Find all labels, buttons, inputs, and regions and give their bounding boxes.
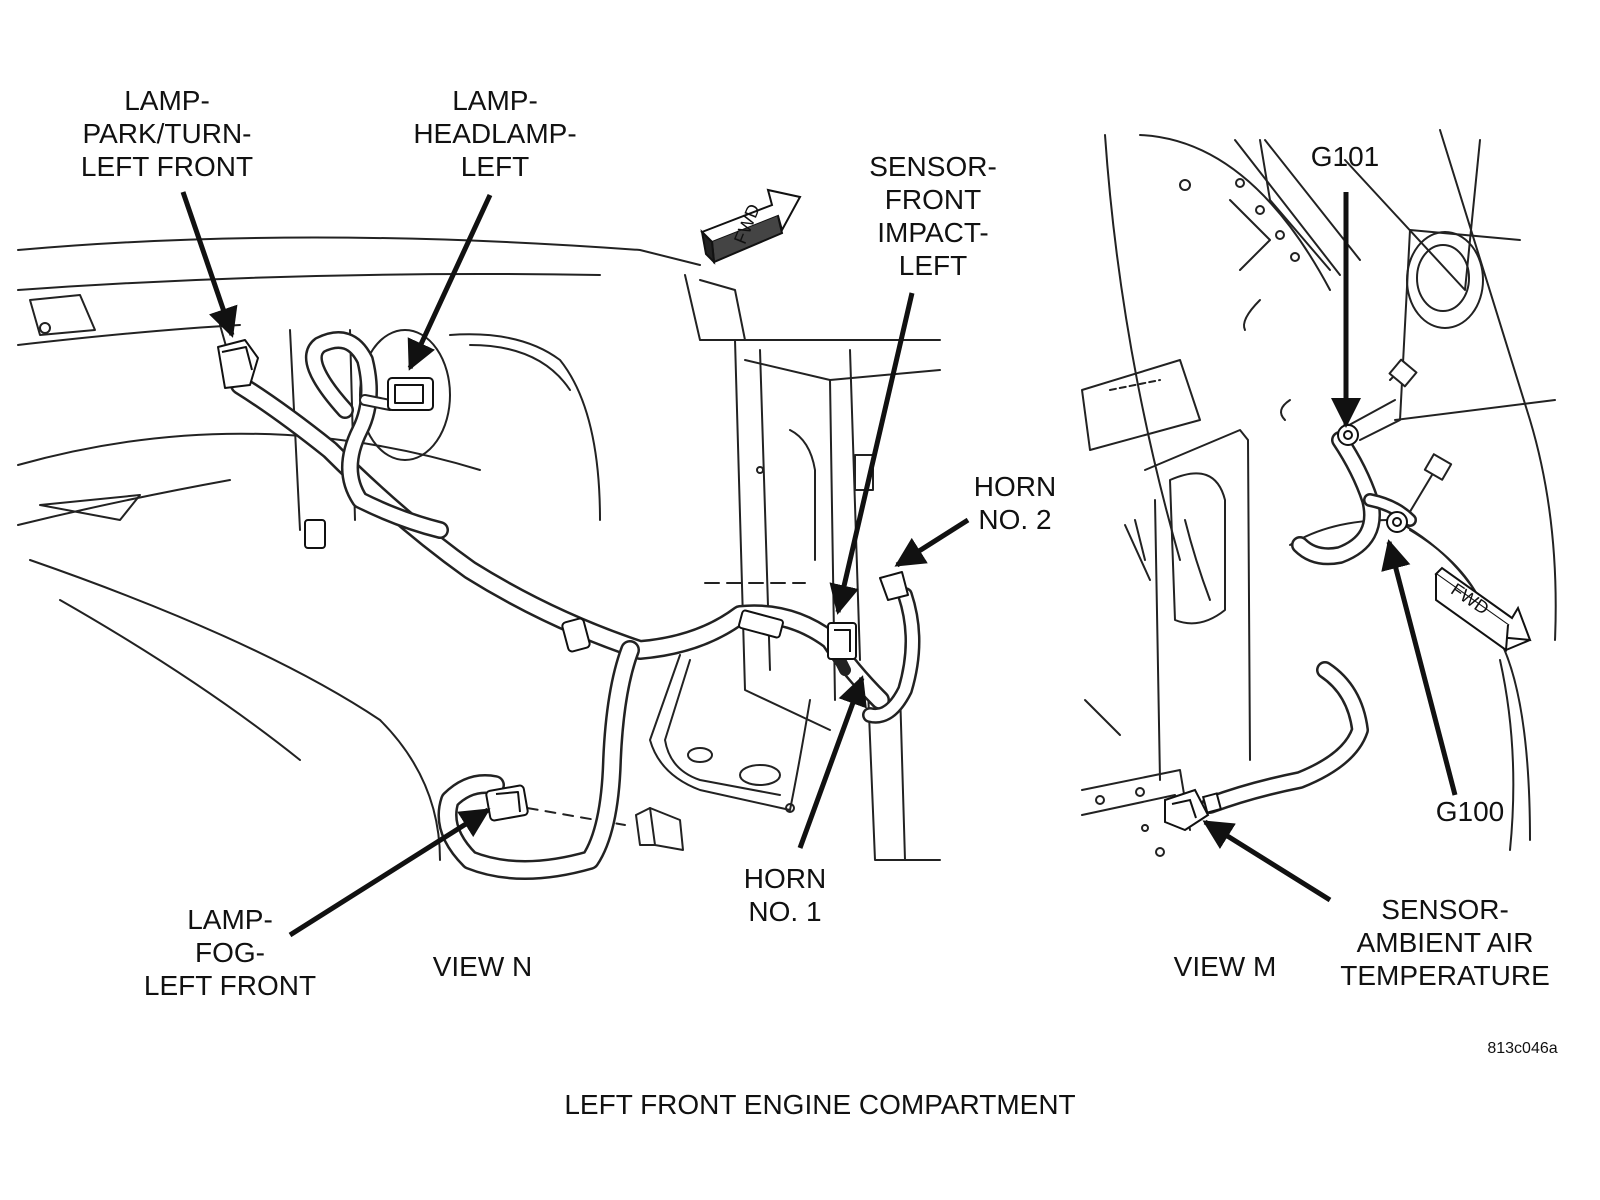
label-park-turn-lamp: LAMP- PARK/TURN- LEFT FRONT	[72, 84, 262, 183]
leader-g100	[1381, 539, 1458, 796]
figure-caption: LEFT FRONT ENGINE COMPARTMENT	[564, 1089, 1076, 1120]
label-line: NO. 2	[978, 504, 1052, 535]
label-line: HORN	[743, 863, 827, 894]
leader-horn2	[894, 517, 970, 568]
label-line: G100	[1435, 796, 1505, 827]
label-impact-sensor: SENSOR- FRONT IMPACT- LEFT	[858, 150, 1008, 282]
label-g100: G100	[1420, 795, 1520, 828]
label-horn-2: HORN NO. 2	[965, 470, 1065, 536]
label-line: TEMPERATURE	[1340, 960, 1550, 991]
label-headlamp: LAMP- HEADLAMP- LEFT	[405, 84, 585, 183]
label-line: PARK/TURN-	[82, 118, 252, 149]
figure-id: 813c046a	[1487, 1040, 1558, 1057]
view-m-harness	[1201, 431, 1417, 814]
label-line: G101	[1310, 141, 1380, 172]
label-line: HORN	[973, 471, 1057, 502]
view-m-fwd-arrow	[1434, 566, 1532, 652]
label-line: LEFT FRONT	[143, 970, 317, 1001]
view-m-drawing	[1081, 129, 1557, 857]
leader-park-turn	[180, 191, 238, 338]
label-fog-lamp: LAMP- FOG- LEFT FRONT	[135, 903, 325, 1002]
leader-arrows	[180, 191, 1458, 938]
label-line: LAMP-	[124, 85, 210, 116]
view-n-drawing	[17, 236, 941, 861]
label-line: LAMP-	[452, 85, 538, 116]
label-line: LAMP-	[187, 904, 273, 935]
view-m-connectors	[1164, 424, 1408, 832]
label-line: NO. 1	[748, 896, 822, 927]
view-n-connectors	[217, 339, 909, 822]
view-m-label: VIEW M	[1173, 951, 1277, 982]
label-line: HEADLAMP-	[413, 118, 577, 149]
view-n-fwd-arrow	[700, 188, 802, 265]
label-line: LEFT	[460, 151, 530, 182]
view-n-label: VIEW N	[432, 951, 533, 982]
label-line: LEFT	[898, 250, 968, 281]
leader-horn1	[797, 675, 867, 849]
label-line: IMPACT-	[877, 217, 989, 248]
leader-impact	[829, 292, 915, 615]
label-line: FRONT	[884, 184, 982, 215]
leader-ambient	[1202, 819, 1332, 903]
label-horn-1: HORN NO. 1	[735, 862, 835, 928]
leader-fog	[288, 807, 491, 938]
leader-headlamp	[407, 193, 493, 371]
label-line: SENSOR-	[869, 151, 997, 182]
label-line: FOG-	[195, 937, 265, 968]
view-n-harness	[230, 331, 921, 880]
label-line: LEFT FRONT	[80, 151, 254, 182]
label-ambient-sensor: SENSOR- AMBIENT AIR TEMPERATURE	[1330, 893, 1560, 992]
label-line: AMBIENT AIR	[1356, 927, 1534, 958]
label-g101: G101	[1295, 140, 1395, 173]
label-line: SENSOR-	[1381, 894, 1509, 925]
